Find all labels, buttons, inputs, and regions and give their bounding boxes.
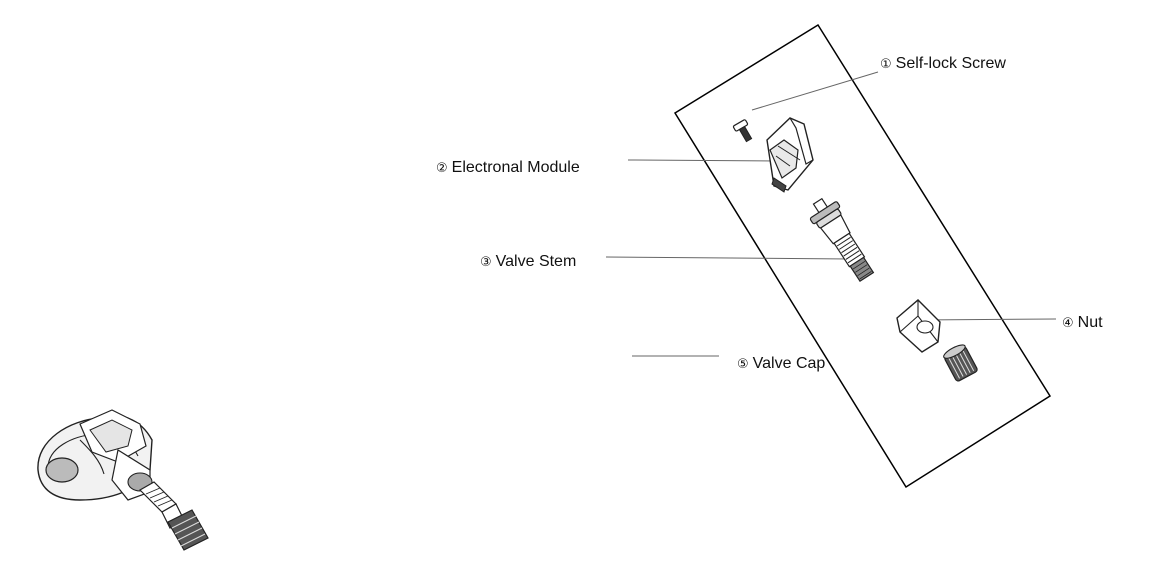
label-self-lock-screw-text: Self-lock Screw xyxy=(895,55,1006,72)
valve-cap-icon xyxy=(943,344,978,382)
leader-screw xyxy=(751,71,879,111)
electronic-module-icon xyxy=(766,117,814,193)
label-valve-stem-number: ③ xyxy=(480,255,492,270)
label-nut-text: Nut xyxy=(1077,314,1103,331)
label-valve-stem-text: Valve Stem xyxy=(495,253,577,270)
label-self-lock-screw-number: ① xyxy=(880,57,892,72)
exploded-view-frame xyxy=(673,23,1052,489)
self-lock-screw-icon xyxy=(732,119,753,143)
leader-nut xyxy=(917,318,1057,321)
tpms-sensor-assembled-icon xyxy=(37,409,209,551)
nut-icon xyxy=(896,299,941,353)
label-electronal-module-number: ② xyxy=(436,161,448,176)
label-valve-cap-text: Valve Cap xyxy=(752,355,826,372)
label-nut-number: ④ xyxy=(1062,316,1074,331)
leader-stem xyxy=(605,256,851,260)
valve-stem-icon xyxy=(809,197,875,283)
label-electronal-module-text: Electronal Module xyxy=(451,159,580,176)
label-valve-cap-number: ⑤ xyxy=(737,357,749,372)
leader-module xyxy=(627,159,777,162)
